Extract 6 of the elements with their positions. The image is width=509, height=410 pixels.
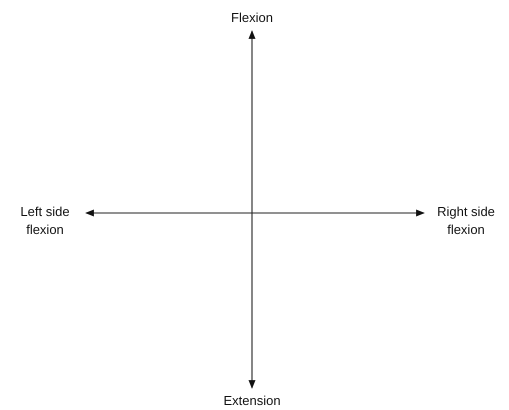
direction-label: Right side flexion [436, 203, 496, 239]
double-arrow [248, 30, 256, 389]
direction-label: Left side flexion [19, 203, 71, 239]
direction-label: Extension [223, 392, 281, 410]
double-arrow [85, 209, 425, 217]
direction-label: Flexion [231, 9, 273, 27]
